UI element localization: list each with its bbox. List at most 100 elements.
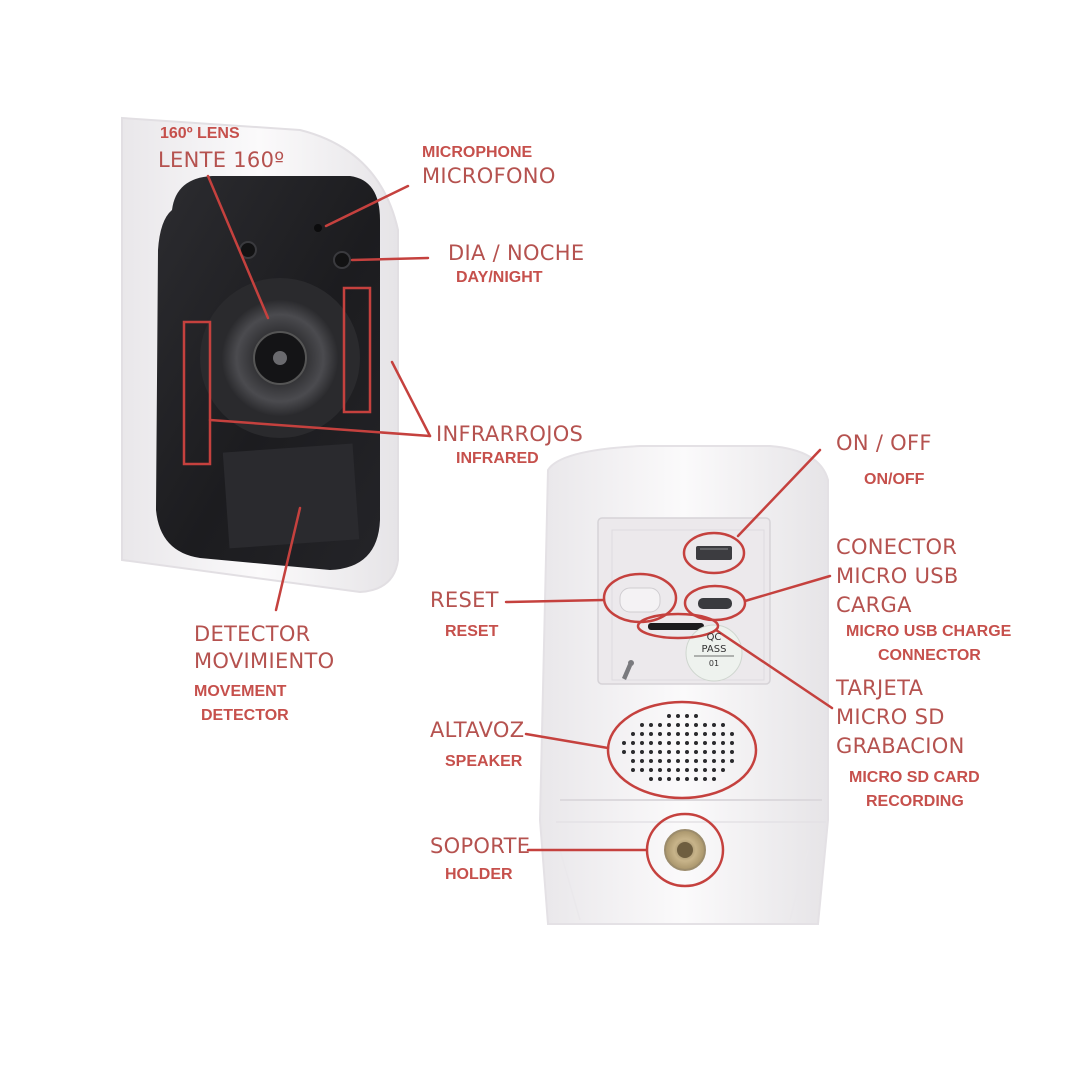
label-reset-en: RESET (445, 623, 499, 640)
label-usb-es-2: MICRO USB (836, 564, 959, 588)
speaker-hole (631, 759, 635, 763)
motion-detector-window (222, 443, 360, 549)
label-sd-en-1: MICRO SD CARD (849, 769, 980, 786)
label-infrared-en: INFRARED (456, 450, 539, 467)
speaker-hole (649, 723, 653, 727)
speaker-hole (694, 741, 698, 745)
label-lens-en: 160º LENS (160, 125, 240, 142)
micro-sd-slot (648, 623, 704, 630)
speaker-hole (685, 714, 689, 718)
label-daynight-en: DAY/NIGHT (456, 269, 543, 286)
label-motion-en-1: MOVEMENT (194, 683, 287, 700)
label-motion-en-2: DETECTOR (201, 707, 289, 724)
speaker-hole (712, 750, 716, 754)
speaker-hole (685, 759, 689, 763)
speaker-hole (721, 723, 725, 727)
speaker-hole (703, 777, 707, 781)
speaker-hole (667, 714, 671, 718)
label-lens-es: LENTE 160º (158, 148, 285, 172)
speaker-hole (694, 759, 698, 763)
speaker-hole (631, 732, 635, 736)
label-usb-es-3: CARGA (836, 593, 912, 617)
speaker-hole (676, 768, 680, 772)
speaker-hole (694, 723, 698, 727)
speaker-hole (721, 750, 725, 754)
label-sd-es-3: GRABACION (836, 734, 965, 758)
front-camera (121, 116, 399, 594)
speaker-hole (667, 723, 671, 727)
speaker-hole (631, 741, 635, 745)
label-microphone-en: MICROPHONE (422, 144, 533, 161)
speaker-hole (649, 750, 653, 754)
speaker-hole (667, 759, 671, 763)
label-holder-en: HOLDER (445, 866, 513, 883)
speaker-hole (685, 750, 689, 754)
speaker-hole (649, 768, 653, 772)
speaker-hole (694, 768, 698, 772)
speaker-hole (703, 723, 707, 727)
speaker-hole (730, 759, 734, 763)
speaker-hole (676, 759, 680, 763)
day-night-sensor (333, 251, 351, 269)
label-motion-es-1: DETECTOR (194, 622, 311, 646)
speaker-hole (649, 777, 653, 781)
label-onoff-es: ON / OFF (836, 431, 932, 455)
speaker-hole (640, 741, 644, 745)
wrench-icon (622, 664, 632, 680)
label-speaker-en: SPEAKER (445, 753, 523, 770)
speaker-hole (667, 768, 671, 772)
speaker-hole (703, 732, 707, 736)
speaker-hole (712, 732, 716, 736)
label-daynight-es: DIA / NOCHE (448, 241, 585, 265)
micro-usb-port (698, 598, 732, 609)
speaker-hole (721, 741, 725, 745)
speaker-hole (649, 741, 653, 745)
speaker-hole (685, 777, 689, 781)
label-onoff-en: ON/OFF (864, 471, 925, 488)
label-sd-es-2: MICRO SD (836, 705, 945, 729)
label-usb-es-1: CONECTOR (836, 535, 958, 559)
speaker-hole (658, 750, 662, 754)
speaker-hole (730, 750, 734, 754)
speaker-hole (730, 732, 734, 736)
speaker-hole (676, 723, 680, 727)
speaker-hole (676, 750, 680, 754)
speaker-hole (703, 750, 707, 754)
speaker-hole (658, 768, 662, 772)
speaker-hole (622, 750, 626, 754)
speaker-hole (676, 741, 680, 745)
infrared-box-right (342, 286, 372, 414)
label-microphone-es: MICROFONO (422, 164, 556, 188)
speaker-hole (676, 777, 680, 781)
speaker-hole (640, 723, 644, 727)
speaker-hole (667, 741, 671, 745)
label-usb-en-1: MICRO USB CHARGE (846, 623, 1012, 640)
speaker-hole (667, 777, 671, 781)
on-off-switch (696, 546, 732, 560)
speaker-hole (658, 777, 662, 781)
speaker-hole (721, 732, 725, 736)
speaker-hole (703, 741, 707, 745)
qc-line2: PASS (701, 644, 727, 655)
speaker-hole (649, 759, 653, 763)
speaker-hole (685, 768, 689, 772)
qc-line1: QC (706, 632, 722, 643)
speaker-hole (685, 732, 689, 736)
speaker-hole (721, 768, 725, 772)
label-motion-es-2: MOVIMIENTO (194, 649, 335, 673)
annotation-lines (206, 174, 834, 888)
speaker-hole (622, 741, 626, 745)
speaker-hole (658, 732, 662, 736)
speaker-hole (712, 768, 716, 772)
qc-line3: 01 (708, 659, 720, 668)
speaker-hole (694, 750, 698, 754)
speaker-hole (640, 750, 644, 754)
speaker-hole (712, 741, 716, 745)
speaker-grille (622, 714, 734, 781)
speaker-hole (685, 741, 689, 745)
label-sd-en-2: RECORDING (866, 793, 964, 810)
speaker-hole (712, 777, 716, 781)
speaker-hole (649, 732, 653, 736)
speaker-hole (667, 750, 671, 754)
